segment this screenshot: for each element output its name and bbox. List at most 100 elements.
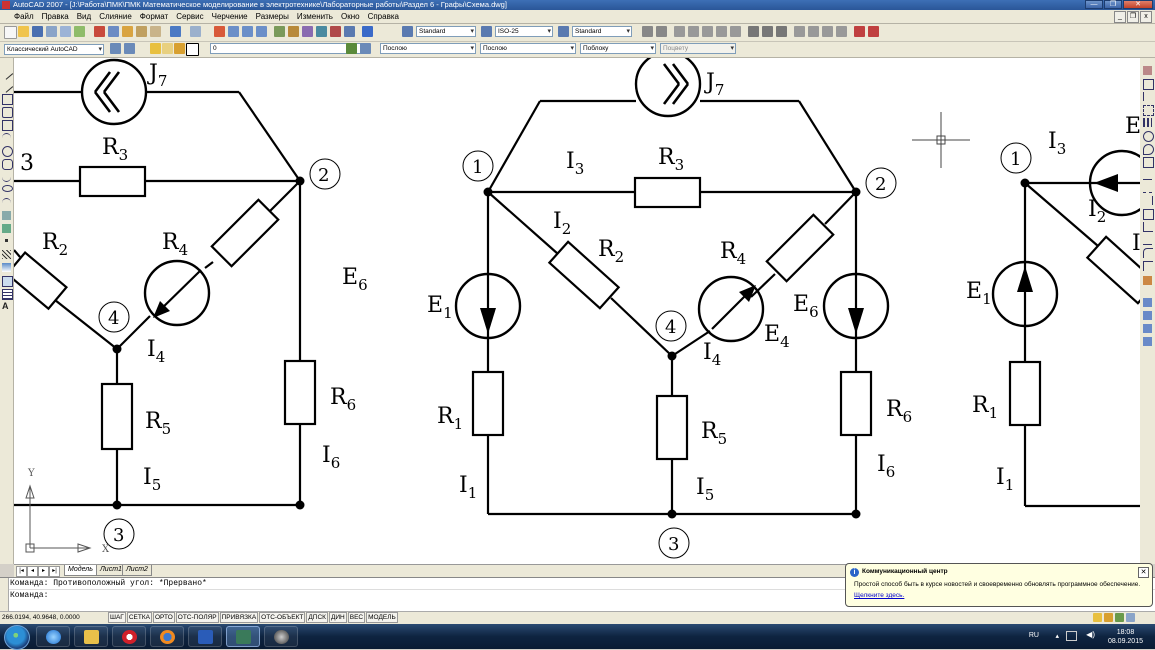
network-icon[interactable] bbox=[1066, 631, 1077, 641]
dim-angular-icon[interactable] bbox=[748, 26, 759, 37]
otrack-toggle[interactable]: ОТС-ОБЪЕКТ bbox=[259, 612, 306, 623]
autocad-app-icon[interactable] bbox=[2, 1, 10, 9]
chamfer-icon[interactable] bbox=[1143, 261, 1153, 271]
undo-icon[interactable] bbox=[170, 26, 181, 37]
zoom-previous-icon[interactable] bbox=[256, 26, 267, 37]
command-input[interactable]: Команда: bbox=[10, 591, 49, 600]
layer-manager-icon[interactable] bbox=[124, 43, 135, 54]
zoom-window-icon[interactable] bbox=[242, 26, 253, 37]
bring-to-front-icon[interactable] bbox=[1143, 311, 1152, 320]
send-to-back-icon[interactable] bbox=[1143, 324, 1152, 333]
menu-window[interactable]: Окно bbox=[340, 12, 360, 21]
save-icon[interactable] bbox=[32, 26, 43, 37]
quick-dim-icon[interactable] bbox=[762, 26, 773, 37]
snap-toggle[interactable]: ШАГ bbox=[108, 612, 126, 623]
extend-icon[interactable] bbox=[1143, 196, 1153, 205]
multiline-text-icon[interactable]: A bbox=[2, 301, 9, 311]
arc-icon[interactable] bbox=[2, 133, 11, 143]
prev-tab-button[interactable]: ◂ bbox=[27, 566, 38, 577]
color-select[interactable]: Послою bbox=[380, 43, 476, 54]
publish-icon[interactable] bbox=[74, 26, 85, 37]
properties-icon[interactable] bbox=[274, 26, 285, 37]
taskbar-game[interactable] bbox=[264, 626, 298, 647]
dim-space-icon[interactable] bbox=[808, 26, 819, 37]
rectangle-icon[interactable] bbox=[2, 120, 13, 131]
doc-close-button[interactable]: x bbox=[1140, 11, 1152, 23]
markup-icon[interactable] bbox=[330, 26, 341, 37]
move-icon[interactable] bbox=[1143, 131, 1154, 142]
next-tab-button[interactable]: ▸ bbox=[38, 566, 49, 577]
model-toggle[interactable]: МОДЕЛЬ bbox=[366, 612, 398, 623]
zoom-realtime-icon[interactable] bbox=[228, 26, 239, 37]
taskbar-explorer[interactable] bbox=[74, 626, 108, 647]
offset-icon[interactable] bbox=[1143, 105, 1154, 116]
layer-color-icon[interactable] bbox=[186, 43, 199, 56]
trim-icon[interactable] bbox=[1143, 183, 1152, 193]
gradient-icon[interactable] bbox=[2, 263, 11, 272]
linetype-select[interactable]: Послою bbox=[480, 43, 576, 54]
dim-jogged-icon[interactable] bbox=[716, 26, 727, 37]
print-icon[interactable] bbox=[46, 26, 57, 37]
layer-on-icon[interactable] bbox=[150, 43, 161, 54]
circle-icon[interactable] bbox=[2, 146, 13, 157]
layer-previous-icon[interactable] bbox=[360, 43, 371, 54]
menu-help[interactable]: Справка bbox=[367, 12, 399, 21]
design-center-icon[interactable] bbox=[288, 26, 299, 37]
tab-layout2[interactable]: Лист2 bbox=[122, 565, 152, 576]
copy-icon[interactable] bbox=[108, 26, 119, 37]
drawing-canvas[interactable]: J7 R3 3 R2 R4 E6 I4 R6 R5 I6 I5 2 4 3 J7… bbox=[14, 58, 1140, 564]
lineweight-select[interactable]: Поблоку bbox=[580, 43, 656, 54]
tab-model[interactable]: Модель bbox=[64, 565, 97, 576]
spline-icon[interactable] bbox=[2, 172, 11, 182]
notification-close-button[interactable]: ✕ bbox=[1138, 567, 1149, 578]
region-icon[interactable] bbox=[2, 276, 13, 287]
taskbar-word[interactable] bbox=[188, 626, 222, 647]
layer-lock-icon[interactable] bbox=[174, 43, 185, 54]
table-style-select[interactable]: Standard bbox=[572, 26, 632, 37]
dim-style-select[interactable]: ISO-25 bbox=[495, 26, 553, 37]
break-icon[interactable] bbox=[1143, 222, 1153, 232]
scale-icon[interactable] bbox=[1143, 157, 1154, 168]
minimize-button[interactable]: — bbox=[1085, 0, 1103, 9]
workspace-select[interactable]: Классический AutoCAD bbox=[4, 44, 104, 55]
dim-radius-icon[interactable] bbox=[702, 26, 713, 37]
text-style-select[interactable]: Standard bbox=[416, 26, 476, 37]
dim-update-icon[interactable] bbox=[868, 26, 879, 37]
command-window-grip[interactable] bbox=[0, 578, 9, 611]
workspace-settings-icon[interactable] bbox=[110, 43, 121, 54]
menu-draw[interactable]: Черчение bbox=[211, 12, 248, 21]
copy-object-icon[interactable] bbox=[1143, 79, 1154, 90]
dim-edit-icon[interactable] bbox=[854, 26, 865, 37]
explode-icon[interactable] bbox=[1143, 276, 1152, 285]
lock-toolbar-icon[interactable] bbox=[1104, 613, 1113, 622]
dim-ordinate-icon[interactable] bbox=[688, 26, 699, 37]
ellipse-icon[interactable] bbox=[2, 185, 13, 192]
rotate-icon[interactable] bbox=[1143, 144, 1154, 155]
doc-minimize-button[interactable]: _ bbox=[1114, 11, 1126, 23]
close-button[interactable]: ✕ bbox=[1123, 0, 1153, 9]
notification-link[interactable]: Щелкните здесь. bbox=[854, 592, 905, 599]
volume-icon[interactable]: ◀) bbox=[1086, 630, 1095, 639]
redo-icon[interactable] bbox=[190, 26, 201, 37]
first-tab-button[interactable]: |◂ bbox=[16, 566, 27, 577]
pan-icon[interactable] bbox=[214, 26, 225, 37]
menu-file[interactable]: Файл bbox=[14, 12, 34, 21]
make-layer-current-icon[interactable] bbox=[346, 43, 357, 54]
line-icon[interactable] bbox=[0, 66, 14, 80]
mirror-icon[interactable] bbox=[1143, 92, 1153, 101]
clock[interactable]: 18:08 08.09.2015 bbox=[1108, 628, 1143, 646]
help-icon[interactable] bbox=[362, 26, 373, 37]
paste-icon[interactable] bbox=[122, 26, 133, 37]
table-icon[interactable] bbox=[2, 289, 13, 300]
menu-format[interactable]: Формат bbox=[139, 12, 169, 21]
dim-baseline-icon[interactable] bbox=[776, 26, 787, 37]
doc-restore-button[interactable]: ❐ bbox=[1127, 11, 1139, 23]
menu-edit[interactable]: Правка bbox=[41, 12, 69, 21]
sheet-set-icon[interactable] bbox=[316, 26, 327, 37]
polygon-icon[interactable] bbox=[2, 107, 13, 118]
cut-icon[interactable] bbox=[94, 26, 105, 37]
bring-above-icon[interactable] bbox=[1143, 337, 1152, 346]
taskbar-firefox[interactable] bbox=[150, 626, 184, 647]
revision-cloud-icon[interactable] bbox=[2, 159, 13, 170]
insert-block-icon[interactable] bbox=[2, 211, 11, 220]
